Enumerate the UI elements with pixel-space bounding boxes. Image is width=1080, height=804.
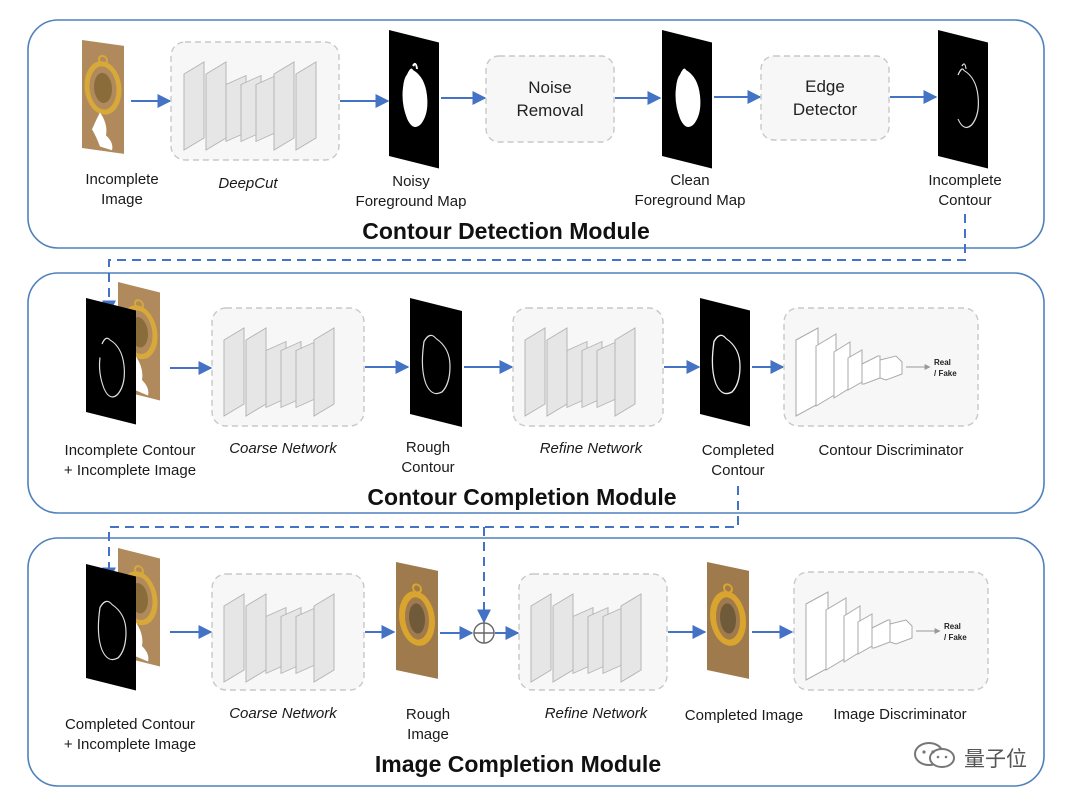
noisy-foreground-map-thumb [389, 30, 439, 169]
completed-contour-thumb [700, 298, 750, 427]
watermark-text: 量子位 [964, 746, 1027, 771]
coarse-network-box-contour [211, 307, 365, 427]
module-title-image-completion: Image Completion Module [374, 751, 662, 777]
contour-completion-module-frame [27, 272, 1045, 514]
contour-detection-module-frame [27, 19, 1045, 249]
label-refine-network-contour: Refine Network [539, 440, 643, 457]
image-completion-module-frame [27, 537, 1045, 787]
incomplete-contour-thumb [938, 30, 988, 169]
incomplete-image-thumb [82, 40, 124, 154]
label-incomplete-contour-plus-image: Incomplete Contour+ Incomplete Image [63, 442, 197, 479]
contour-discriminator-box [783, 307, 979, 427]
noise-removal-box [485, 55, 615, 143]
completed-image-thumb [707, 562, 749, 679]
module-title-contour-completion: Contour Completion Module [367, 484, 677, 510]
connector-completion-to-image [102, 486, 739, 582]
refine-network-box-contour [512, 307, 664, 427]
label-completed-contour-plus-image: Completed Contour+ Incomplete Image [63, 716, 197, 753]
label-real-fake-image: Real/ Fake [944, 622, 967, 642]
refine-network-box-image [518, 573, 668, 691]
clean-foreground-map-thumb [662, 30, 712, 169]
completed-contour-plus-image-input [86, 548, 160, 691]
label-refine-network-image: Refine Network [544, 705, 648, 722]
rough-image-thumb [396, 562, 438, 679]
sum-node [473, 622, 495, 644]
label-contour-discriminator: Contour Discriminator [818, 442, 964, 459]
watermark: 量子位 [912, 740, 1027, 775]
edge-detector-box [760, 55, 890, 141]
label-coarse-network-image: Coarse Network [229, 705, 337, 722]
coarse-network-box-image [211, 573, 365, 691]
image-discriminator-box [793, 571, 989, 691]
deepcut-network-box [170, 41, 340, 161]
contour-plus-image-input [86, 282, 160, 425]
wechat-icon [912, 740, 958, 775]
label-real-fake-contour: Real/ Fake [934, 358, 957, 378]
label-coarse-network-contour: Coarse Network [229, 440, 337, 457]
label-deepcut: DeepCut [218, 175, 278, 192]
connector-detection-to-completion [102, 214, 966, 315]
label-image-discriminator: Image Discriminator [833, 706, 967, 723]
module-title-contour-detection: Contour Detection Module [362, 218, 650, 244]
rough-contour-thumb [410, 298, 462, 427]
label-completed-image: Completed Image [684, 707, 804, 724]
